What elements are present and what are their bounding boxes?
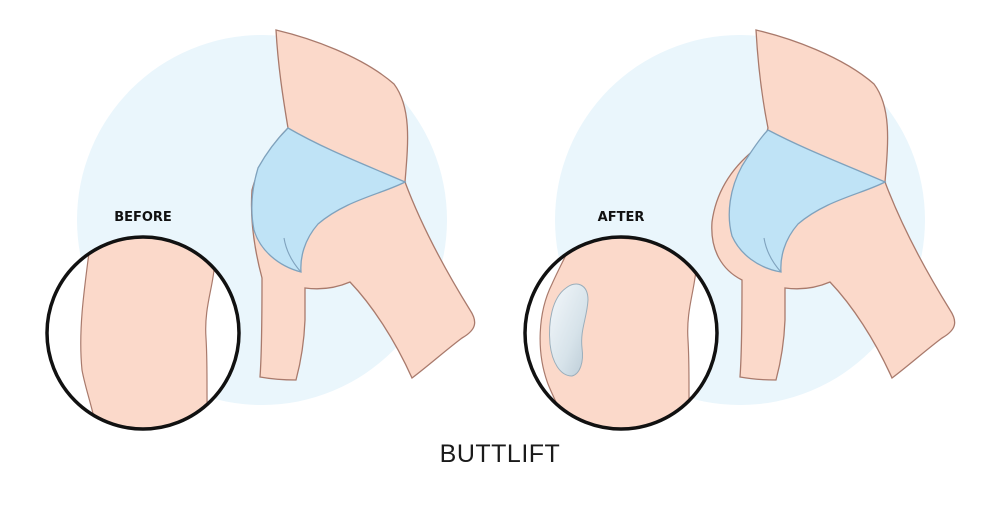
after-panel: AFTER (523, 29, 956, 431)
before-inset-ring (45, 235, 241, 431)
after-label: AFTER (598, 210, 645, 225)
before-panel: BEFORE (45, 29, 476, 431)
after-inset-skin (539, 237, 697, 429)
before-inset-skin (80, 237, 215, 429)
after-underwear (728, 129, 887, 273)
before-underwear (251, 127, 407, 273)
implant-icon (549, 283, 589, 377)
after-inset: AFTER (523, 210, 719, 431)
after-buttock-crease (763, 237, 782, 273)
before-label: BEFORE (114, 210, 172, 225)
after-inset-ring (523, 235, 719, 431)
before-inset: BEFORE (45, 210, 241, 431)
figure-caption: BUTTLIFT (439, 440, 561, 468)
before-buttock-crease (283, 237, 302, 273)
